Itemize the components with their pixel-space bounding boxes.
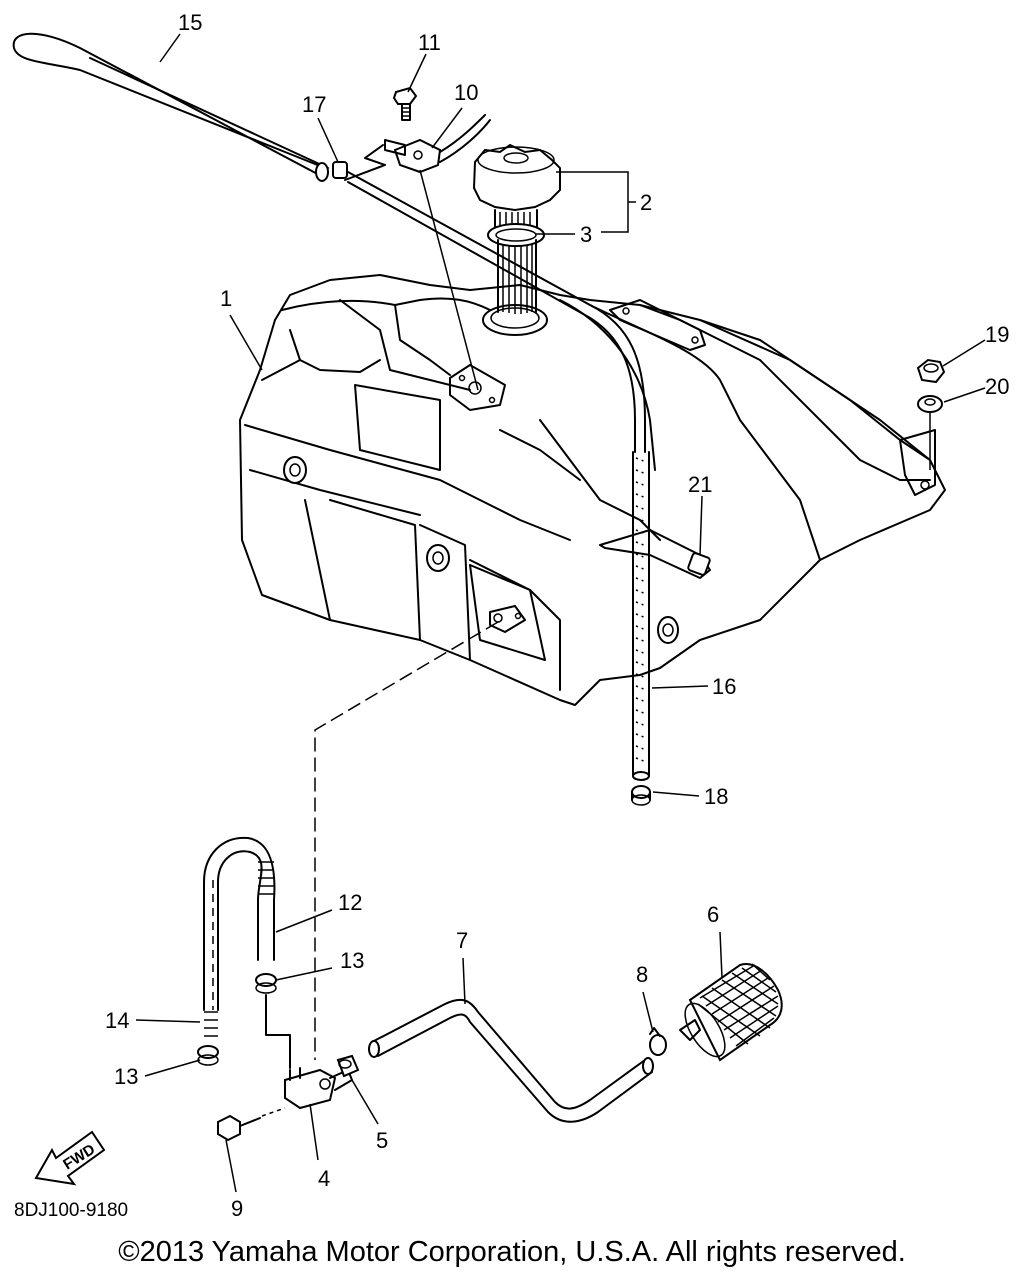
fuel-cock — [284, 1067, 353, 1110]
hose-clamp-upper — [255, 973, 277, 994]
callout-6: 6 — [707, 902, 719, 927]
callout-3: 3 — [580, 222, 592, 247]
callout-20: 20 — [985, 374, 1009, 399]
callout-16: 16 — [712, 674, 736, 699]
breather-hose — [12, 32, 329, 182]
copyright-notice: ©2013 Yamaha Motor Corporation, U.S.A. A… — [118, 1236, 906, 1268]
fwd-arrow: FWD — [34, 1130, 106, 1186]
callout-4: 4 — [318, 1166, 330, 1191]
vent-zigzag — [344, 144, 386, 181]
callout-17: 17 — [302, 92, 326, 117]
callout-5: 5 — [376, 1128, 388, 1153]
nut — [916, 358, 946, 384]
callout-15: 15 — [178, 10, 202, 35]
callout-21: 21 — [688, 472, 712, 497]
vent-fitting — [384, 114, 491, 174]
cap-gasket — [487, 223, 545, 247]
drain-clip — [631, 785, 651, 806]
breather-line — [347, 171, 646, 453]
callout-8: 8 — [636, 962, 648, 987]
vent-bolt — [392, 86, 418, 121]
hose-cap — [336, 1054, 360, 1078]
fuel-cock-screw — [217, 1107, 286, 1142]
callout-19: 19 — [985, 322, 1009, 347]
callout-1: 1 — [220, 286, 232, 311]
fuel-cap — [472, 143, 561, 234]
callout-18: 18 — [704, 784, 728, 809]
callout-13-upper: 13 — [340, 948, 364, 973]
washer — [917, 395, 943, 413]
hose-clip — [332, 161, 348, 179]
fuel-filter — [679, 963, 783, 1062]
callout-7: 7 — [456, 928, 468, 953]
fuel-tank — [239, 274, 946, 706]
callout-9: 9 — [231, 1196, 243, 1221]
drain-hose — [632, 451, 650, 781]
callouts: 1 2 3 4 5 6 7 8 9 10 11 12 13 13 14 15 1… — [105, 10, 1009, 1221]
clamp-link-line — [265, 994, 291, 1069]
petcock-dash-line — [314, 621, 499, 1060]
callout-14: 14 — [105, 1008, 129, 1033]
callout-11: 11 — [418, 30, 441, 55]
fuel-line — [368, 998, 654, 1123]
leader-lines — [135, 33, 986, 1193]
callout-12: 12 — [338, 890, 362, 915]
diagram-code: 8DJ100-9180 — [14, 1200, 128, 1221]
filter-clamp — [649, 1027, 667, 1056]
callout-2: 2 — [640, 190, 652, 215]
callout-10: 10 — [454, 80, 478, 105]
hose-clamp-lower — [197, 1045, 219, 1066]
fuel-hose — [203, 836, 276, 1037]
callout-13-lower: 13 — [114, 1064, 138, 1089]
